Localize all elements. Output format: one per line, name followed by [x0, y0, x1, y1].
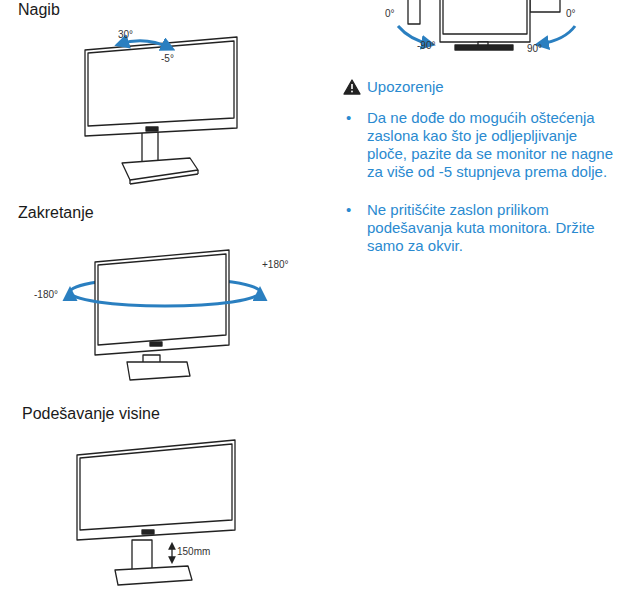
- warning-icon: [344, 80, 360, 94]
- bullet-mark: •: [346, 109, 351, 127]
- angle-label: -180°: [34, 289, 58, 301]
- dimension-label: 150mm: [177, 546, 210, 558]
- angle-label: -5°: [161, 53, 174, 65]
- warning-text: Ne pritišćite zaslon prilikom podešavanj…: [367, 201, 619, 255]
- warning-title: Upozorenje: [367, 78, 444, 96]
- angle-label: -90°: [417, 40, 435, 52]
- angle-label: 0°: [385, 8, 395, 20]
- angle-label: 90°: [527, 43, 542, 55]
- section-heading: Nagib: [18, 0, 60, 19]
- angle-label: +180°: [262, 259, 289, 271]
- warning-text: Da ne dođe do mogućih oštećenja zaslona …: [367, 109, 619, 181]
- angle-label: 30°: [118, 29, 133, 41]
- section-heading: Podešavanje visine: [22, 404, 160, 423]
- tilt-monitor: [85, 37, 237, 184]
- swivel-monitor: [70, 250, 260, 380]
- bullet-mark: •: [346, 201, 351, 219]
- angle-label: 0°: [566, 8, 576, 20]
- section-heading: Zakretanje: [18, 203, 94, 222]
- height-monitor: [77, 440, 235, 585]
